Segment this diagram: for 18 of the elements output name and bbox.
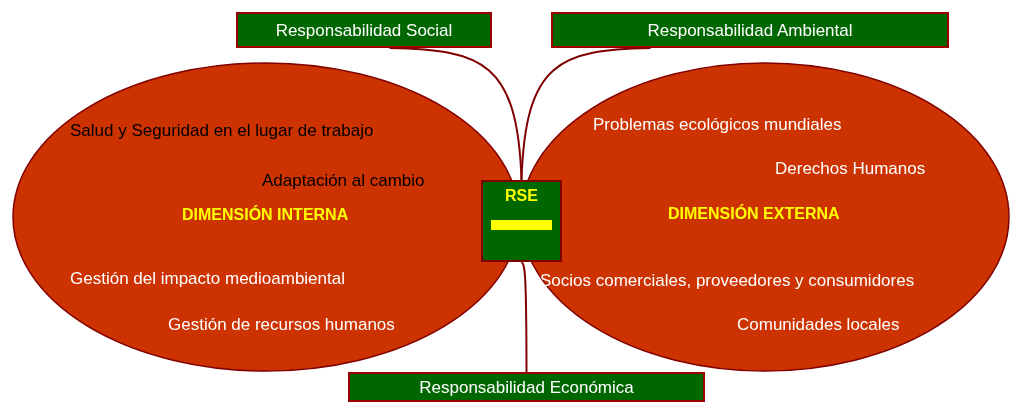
item-text: Comunidades locales bbox=[737, 314, 900, 336]
connector-line bbox=[520, 47, 652, 181]
item-text: Gestión de recursos humanos bbox=[168, 314, 395, 336]
dimension-heading: DIMENSIÓN EXTERNA bbox=[668, 204, 840, 224]
item-text: Socios comerciales, proveedores y consumidores bbox=[540, 270, 915, 292]
core-label: RSE bbox=[505, 186, 538, 206]
label-box: Responsabilidad Social bbox=[236, 12, 492, 48]
connector-line bbox=[388, 47, 523, 181]
item-text: Gestión del impacto medioambiental bbox=[70, 268, 345, 290]
item-text: Adaptación al cambio bbox=[262, 170, 425, 192]
item-text: Problemas ecológicos mundiales bbox=[593, 114, 842, 136]
core-box bbox=[481, 180, 562, 262]
label-box: Responsabilidad Económica bbox=[348, 372, 705, 402]
item-text: Salud y Seguridad en el lugar de trabajo bbox=[70, 120, 374, 142]
label-box: Responsabilidad Ambiental bbox=[551, 12, 949, 48]
dimension-heading: DIMENSIÓN INTERNA bbox=[182, 205, 349, 225]
connector-line bbox=[520, 261, 528, 373]
item-text: Derechos Humanos bbox=[775, 158, 926, 180]
